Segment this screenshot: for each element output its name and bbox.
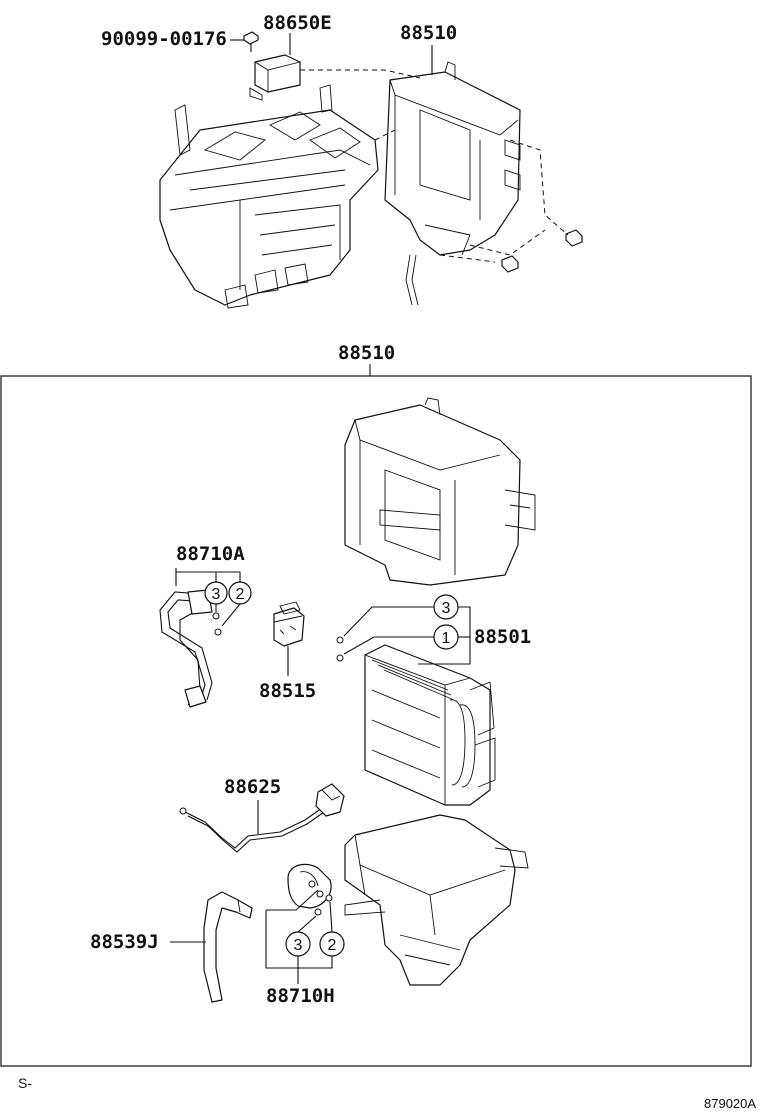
o-ring-h-3 xyxy=(314,908,322,916)
evaporator-lower-case xyxy=(344,814,529,986)
label-unit-top: 88510 xyxy=(400,22,457,44)
callout-h-2 xyxy=(319,931,345,957)
callout-h-3-text: 3 xyxy=(294,937,303,954)
tube-88710h-fitting xyxy=(287,863,332,909)
leader-evaporator-top xyxy=(458,606,471,637)
o-ring-h-2 xyxy=(325,894,333,902)
leader-h-3 xyxy=(297,915,317,933)
leader-h-2 xyxy=(329,901,333,933)
label-unit-box: 88510 xyxy=(338,342,395,364)
leader-evaporator-bracket xyxy=(418,637,471,665)
housing-screw-right xyxy=(565,229,583,247)
expansion-valve xyxy=(273,601,305,647)
housing-screw-bottom xyxy=(501,255,519,273)
corner-label: S- xyxy=(18,1075,32,1091)
o-ring-evap-1 xyxy=(336,654,344,662)
figure-code: 879020A xyxy=(704,1096,756,1111)
thermistor xyxy=(179,783,345,853)
heater-air-conditioner-housing xyxy=(159,84,379,309)
leader-tube-h-left xyxy=(266,889,319,911)
o-ring-evap-3 xyxy=(336,636,344,644)
callout-evap-3-text: 3 xyxy=(442,600,451,617)
o-ring-a-2 xyxy=(214,628,222,636)
assembly-box xyxy=(0,375,752,1067)
evaporator-core xyxy=(364,644,496,806)
drain-hose xyxy=(203,891,253,1003)
label-hose: 88539J xyxy=(90,931,159,953)
o-ring-a-3 xyxy=(212,612,220,620)
label-valve: 88515 xyxy=(259,680,316,702)
tube-88710a xyxy=(159,589,213,708)
evaporator-housing-top xyxy=(384,61,521,306)
callout-evap-1-text: 1 xyxy=(442,630,451,647)
label-evaporator: 88501 xyxy=(474,626,531,648)
label-tube-h: 88710H xyxy=(266,985,335,1007)
label-tube-a: 88710A xyxy=(176,543,245,565)
label-thermistor: 88625 xyxy=(224,776,281,798)
leader-evap-3 xyxy=(343,606,434,637)
assembly-dashed-lines xyxy=(300,69,569,263)
amplifier-module xyxy=(249,54,301,101)
label-amplifier: 88650E xyxy=(263,12,332,34)
screw-90099 xyxy=(243,31,259,52)
callout-a-3-text: 3 xyxy=(212,586,221,603)
leader-a-2 xyxy=(221,603,241,627)
evaporator-upper-case xyxy=(344,397,536,586)
label-screw: 90099-00176 xyxy=(101,28,227,50)
leader-tube-h-bracket xyxy=(265,910,333,969)
leader-tube-a-bracket xyxy=(176,571,241,582)
callout-a-2-text: 2 xyxy=(236,586,245,603)
leader-evap-1 xyxy=(343,636,434,655)
callout-h-2-text: 2 xyxy=(328,937,337,954)
